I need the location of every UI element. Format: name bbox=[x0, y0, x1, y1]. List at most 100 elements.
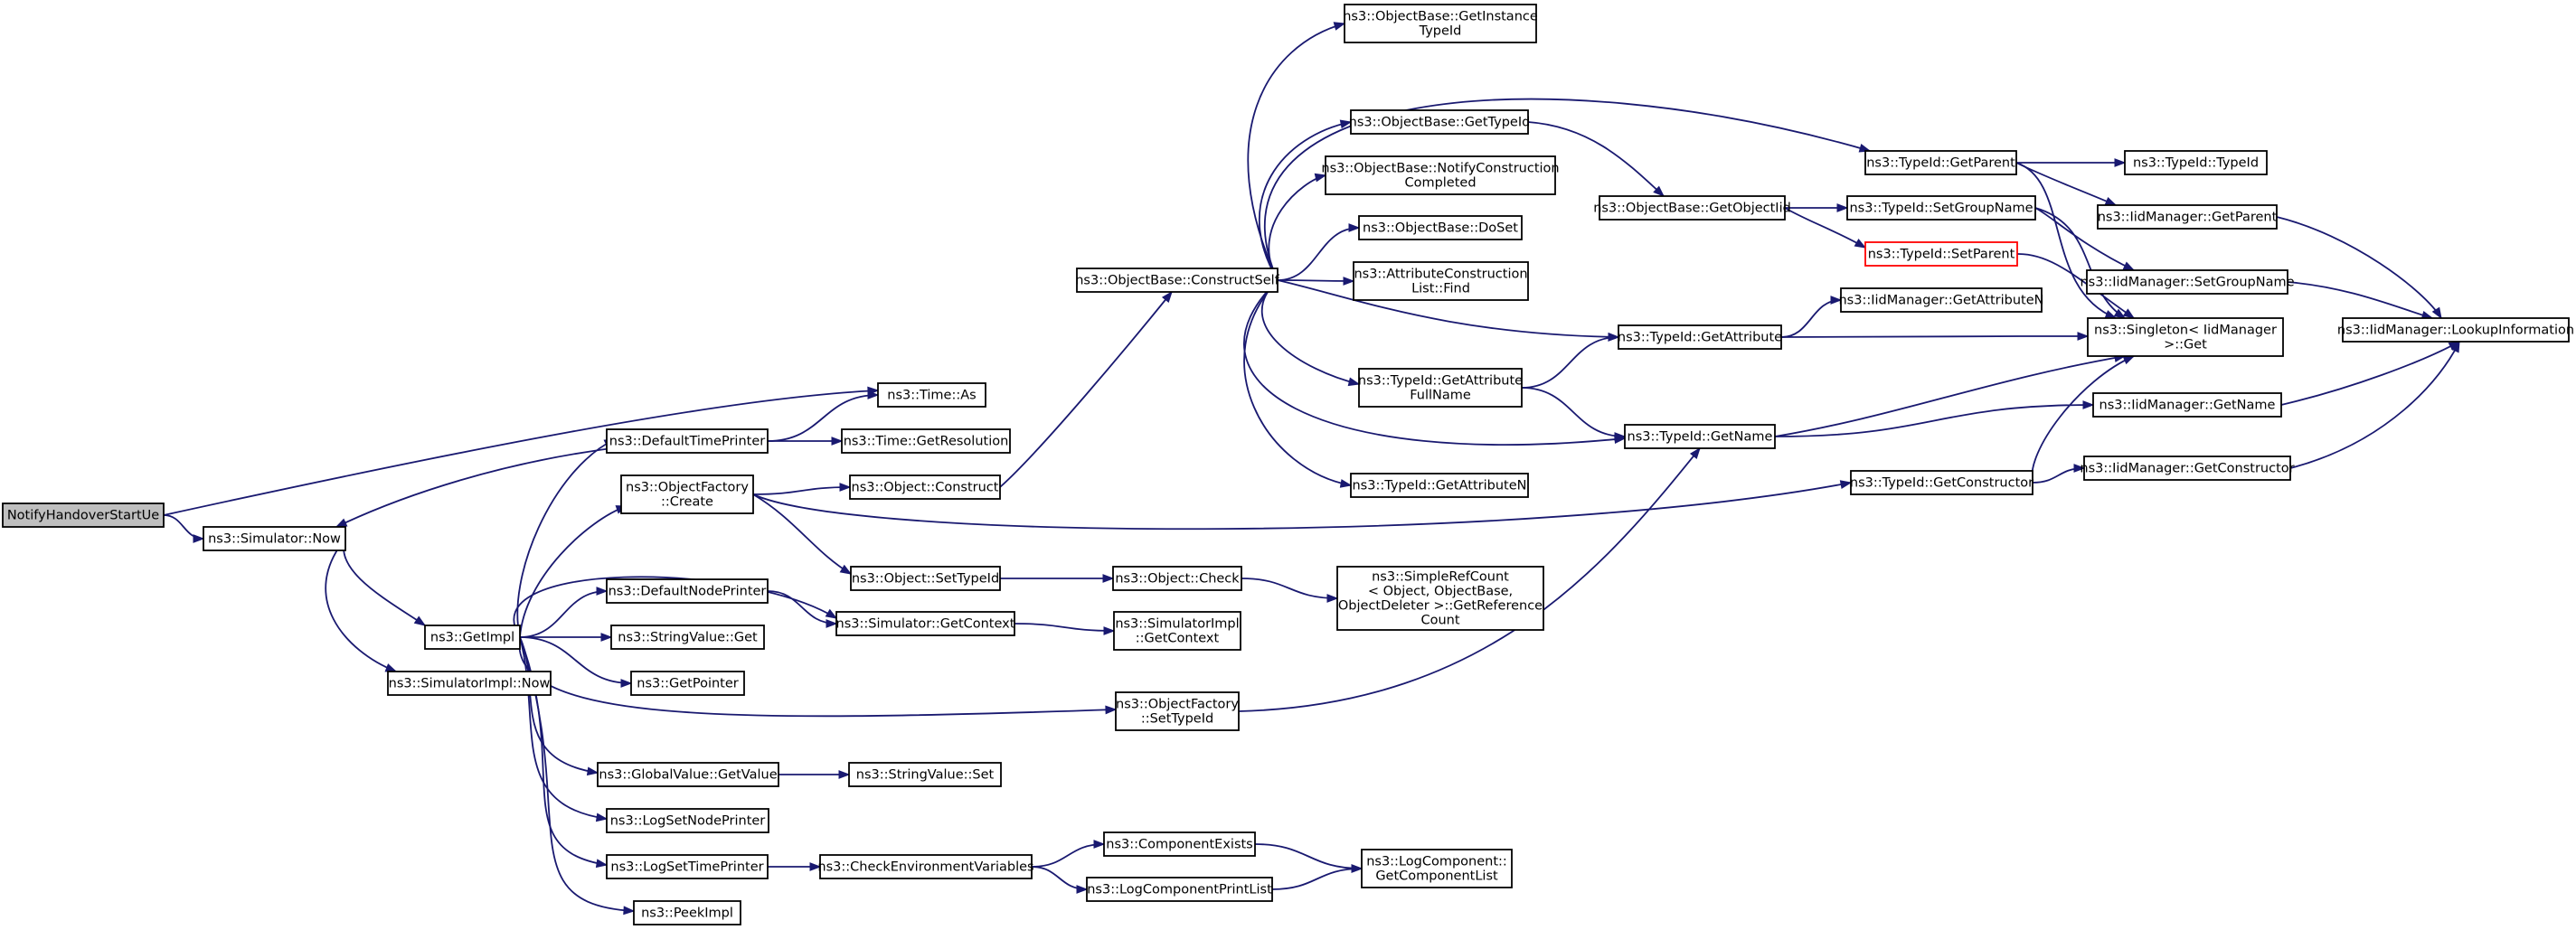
node-ns3-simplerefcount-object-objectbase-objectdeleter-getreference-count[interactable]: ns3::SimpleRefCount< Object, ObjectBase,… bbox=[1336, 566, 1544, 631]
node-ns3-iidmanager-getparent[interactable]: ns3::IidManager::GetParent bbox=[2097, 204, 2278, 230]
node-ns3-typeid-typeid[interactable]: ns3::TypeId::TypeId bbox=[2124, 150, 2268, 175]
edge-arrowhead bbox=[826, 619, 838, 628]
node-ns3-object-check[interactable]: ns3::Object::Check bbox=[1112, 566, 1242, 591]
node-ns3-iidmanager-lookupinformation[interactable]: ns3::IidManager::LookupInformation bbox=[2337, 317, 2574, 343]
node-ns3-time-as[interactable]: ns3::Time::As bbox=[877, 382, 986, 408]
edge-arrowhead bbox=[595, 813, 609, 822]
node-ns3-iidmanager-getname[interactable]: ns3::IidManager::GetName bbox=[2092, 392, 2282, 418]
node-ns3-defaultnodeprinter[interactable]: ns3::DefaultNodePrinter bbox=[606, 578, 769, 604]
edge-n42-to-n48 bbox=[2032, 464, 2086, 484]
edge-arrowhead bbox=[1339, 479, 1353, 488]
node-ns3-objectfactory-create[interactable]: ns3::ObjectFactory::Create bbox=[620, 474, 754, 514]
edge-arrowhead bbox=[1339, 119, 1353, 129]
node-label: ns3::ObjectBase::DoSet bbox=[1363, 221, 1518, 236]
edge-line bbox=[1241, 578, 1338, 599]
node-ns3-typeid-getparent[interactable]: ns3::TypeId::GetParent bbox=[1864, 150, 2017, 175]
edge-n36-to-n41 bbox=[1780, 296, 1843, 338]
edge-n37-to-n47 bbox=[1774, 400, 2095, 437]
node-box bbox=[620, 474, 754, 514]
node-label: ns3::ObjectFactory bbox=[626, 481, 749, 495]
node-ns3-typeid-setgroupname[interactable]: ns3::TypeId::SetGroupName bbox=[1846, 195, 2036, 221]
edge-n31-to-n36 bbox=[1521, 333, 1620, 389]
edge-line bbox=[163, 390, 879, 516]
node-label: ns3::LogComponentPrintList bbox=[1087, 883, 1272, 897]
node-notifyhandoverstartue[interactable]: NotifyHandoverStartUe bbox=[2, 503, 165, 528]
edge-n6-to-n16 bbox=[752, 493, 853, 575]
edge-n19-to-n25 bbox=[1031, 866, 1089, 894]
node-ns3-getpointer[interactable]: ns3::GetPointer bbox=[630, 671, 745, 696]
node-ns3-object-construct[interactable]: ns3::Object::Construct bbox=[849, 474, 1001, 500]
node-ns3-logsettimeprinter[interactable]: ns3::LogSetTimePrinter bbox=[606, 854, 769, 879]
node-ns3-iidmanager-getattributen[interactable]: ns3::IidManager::GetAttributeN bbox=[1838, 287, 2044, 313]
node-ns3-simulatorimpl-now[interactable]: ns3::SimulatorImpl::Now bbox=[387, 671, 552, 696]
edge-arrowhead bbox=[1689, 446, 1701, 460]
edge-n20-to-n32 bbox=[1243, 279, 1353, 488]
edge-n6-to-n15 bbox=[752, 483, 852, 495]
edge-line bbox=[1774, 404, 2094, 437]
node-label: ns3::Object::SetTypeId bbox=[852, 572, 999, 587]
node-ns3-time-getresolution[interactable]: ns3::Time::GetResolution bbox=[841, 428, 1011, 454]
edge-arrowhead bbox=[620, 679, 633, 688]
edge-line bbox=[1271, 868, 1363, 890]
node-ns3-simulator-now[interactable]: ns3::Simulator::Now bbox=[203, 526, 346, 551]
node-label: ns3::LogSetNodePrinter bbox=[610, 814, 766, 829]
edge-n15-to-n20 bbox=[999, 290, 1173, 488]
node-ns3-iidmanager-getconstructor[interactable]: ns3::IidManager::GetConstructor bbox=[2080, 456, 2295, 481]
edge-n10-to-n18 bbox=[778, 770, 851, 779]
edge-n3-to-n10 bbox=[519, 636, 599, 776]
node-label: ns3::CheckEnvironmentVariables bbox=[817, 860, 1033, 875]
node-ns3-peekimpl[interactable]: ns3::PeekImpl bbox=[633, 900, 741, 925]
edge-line bbox=[1277, 227, 1360, 281]
edge-arrowhead bbox=[2431, 306, 2442, 320]
node-ns3-objectbase-getobjectiid[interactable]: ns3::ObjectBase::GetObjectIid bbox=[1593, 195, 1791, 221]
edge-n27-to-n35 bbox=[1527, 121, 1665, 197]
node-ns3-objectbase-doset[interactable]: ns3::ObjectBase::DoSet bbox=[1358, 215, 1523, 240]
node-ns3-iidmanager-setgroupname[interactable]: ns3::IidManager::SetGroupName bbox=[2080, 269, 2295, 295]
node-ns3-logcomponent-getcomponentlist[interactable]: ns3::LogComponent::GetComponentList bbox=[1361, 849, 1513, 888]
node-box bbox=[1599, 195, 1786, 221]
node-ns3-typeid-setparent[interactable]: ns3::TypeId::SetParent bbox=[1864, 241, 2018, 267]
edge-line bbox=[1014, 623, 1115, 632]
node-box bbox=[606, 578, 769, 604]
node-ns3-logsetnodeprinter[interactable]: ns3::LogSetNodePrinter bbox=[606, 808, 769, 833]
node-ns3-objectbase-constructself[interactable]: ns3::ObjectBase::ConstructSelf bbox=[1075, 268, 1280, 293]
node-ns3-simulatorimpl-getcontext[interactable]: ns3::SimulatorImpl::GetContext bbox=[1113, 611, 1241, 651]
edge-arrowhead bbox=[1326, 594, 1339, 603]
edge-n25-to-n34 bbox=[1271, 864, 1363, 890]
edge-arrowhead bbox=[2073, 464, 2086, 473]
node-ns3-object-settypeid[interactable]: ns3::Object::SetTypeId bbox=[850, 566, 1001, 591]
edge-line bbox=[767, 590, 837, 625]
edge-line bbox=[1780, 335, 2089, 338]
edge-line bbox=[1031, 843, 1105, 868]
node-ns3-stringvalue-set[interactable]: ns3::StringValue::Set bbox=[848, 762, 1002, 787]
node-ns3-defaulttimeprinter[interactable]: ns3::DefaultTimePrinter bbox=[606, 428, 769, 454]
node-label: ObjectDeleter >::GetReference bbox=[1338, 599, 1543, 614]
node-ns3-objectbase-notifyconstruction-completed[interactable]: ns3::ObjectBase::NotifyConstructionCompl… bbox=[1321, 155, 1560, 195]
node-ns3-stringvalue-get[interactable]: ns3::StringValue::Get bbox=[610, 625, 765, 650]
node-label: ns3::DefaultNodePrinter bbox=[609, 585, 767, 599]
node-ns3-getimpl[interactable]: ns3::GetImpl bbox=[424, 625, 521, 650]
node-ns3-typeid-getattributen[interactable]: ns3::TypeId::GetAttributeN bbox=[1350, 473, 1529, 498]
node-ns3-logcomponentprintlist[interactable]: ns3::LogComponentPrintList bbox=[1086, 877, 1273, 902]
edge-arrowhead bbox=[2104, 310, 2118, 319]
node-box bbox=[819, 854, 1033, 879]
node-ns3-typeid-getattribute[interactable]: ns3::TypeId::GetAttribute bbox=[1618, 324, 1782, 350]
node-ns3-typeid-getname[interactable]: ns3::TypeId::GetName bbox=[1624, 424, 1776, 449]
node-label: ns3::IidManager::LookupInformation bbox=[2337, 324, 2574, 338]
node-ns3-objectfactory-settypeid[interactable]: ns3::ObjectFactory::SetTypeId bbox=[1115, 691, 1240, 731]
node-ns3-objectbase-gettypeid[interactable]: ns3::ObjectBase::GetTypeId bbox=[1349, 109, 1531, 135]
node-ns3-simulator-getcontext[interactable]: ns3::Simulator::GetContext bbox=[835, 611, 1015, 636]
edge-arrowhead bbox=[586, 766, 599, 776]
edge-n3-to-n13 bbox=[519, 636, 636, 916]
node-ns3-checkenvironmentvariables[interactable]: ns3::CheckEnvironmentVariables bbox=[817, 854, 1034, 879]
node-ns3-singleton-iidmanager-get[interactable]: ns3::Singleton< IidManager>::Get bbox=[2087, 317, 2284, 357]
node-ns3-componentexists[interactable]: ns3::ComponentExists bbox=[1103, 831, 1256, 857]
node-label: TypeId bbox=[1419, 24, 1462, 39]
edge-line bbox=[2015, 162, 2117, 319]
edge-arrowhead bbox=[384, 663, 398, 672]
node-ns3-globalvalue-getvalue[interactable]: ns3::GlobalValue::GetValue bbox=[597, 762, 779, 787]
node-ns3-typeid-getconstructor[interactable]: ns3::TypeId::GetConstructor bbox=[1850, 470, 2033, 495]
